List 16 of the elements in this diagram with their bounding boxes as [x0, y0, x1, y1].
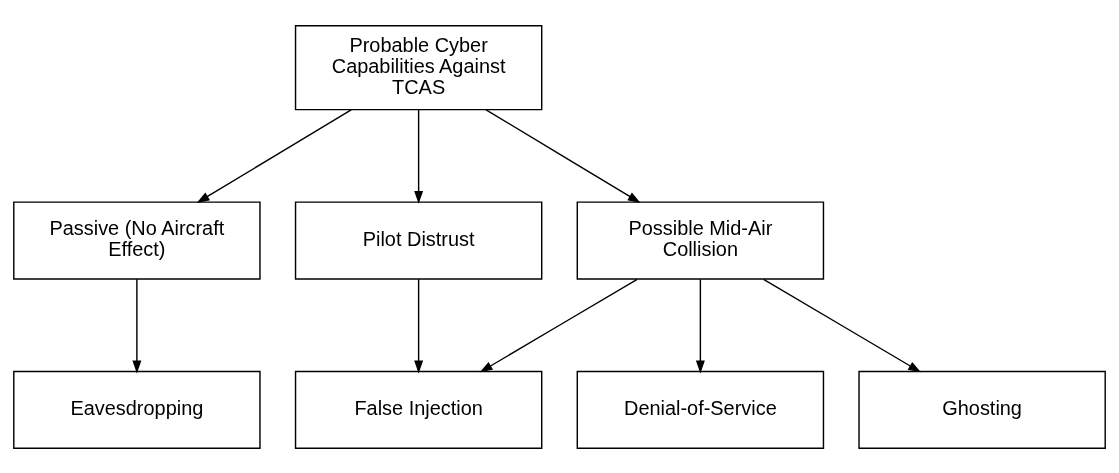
arrow	[479, 278, 638, 372]
node-box: Probable Cyber Capabilities Against TCAS	[294, 24, 543, 110]
node-box: Pilot Distrust	[294, 200, 543, 280]
node-box: Passive (No Aircraft Effect)	[13, 200, 261, 280]
node-box: Eavesdropping	[13, 370, 261, 449]
node-box: Possible Mid-Air Collision	[576, 200, 825, 280]
arrow	[414, 108, 424, 204]
node-box: Ghosting	[858, 370, 1106, 449]
arrow	[132, 278, 142, 373]
arrow	[762, 278, 921, 372]
arrow	[695, 278, 705, 373]
arrow	[196, 108, 352, 203]
node-box: Denial-of-Service	[576, 370, 825, 449]
arrow	[485, 108, 641, 203]
arrow	[414, 278, 424, 373]
node-box: False Injection	[294, 370, 543, 449]
